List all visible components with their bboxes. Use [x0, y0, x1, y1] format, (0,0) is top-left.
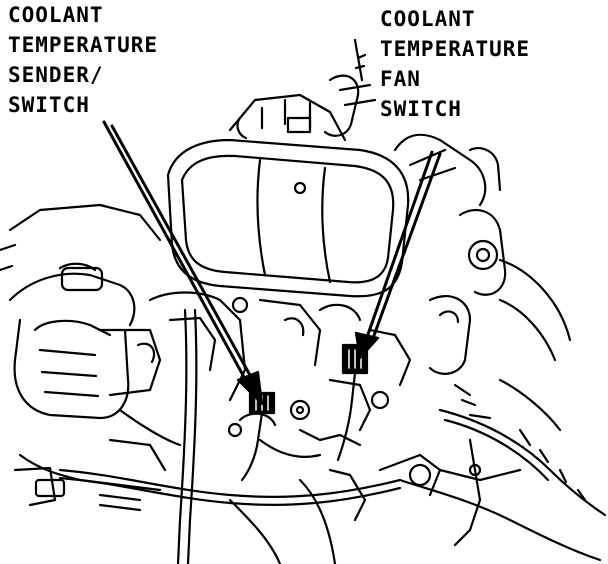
fan-switch-label: COOLANT TEMPERATURE FAN SWITCH [380, 4, 530, 124]
fan-label-line: COOLANT [380, 7, 476, 31]
intake-cover [166, 138, 410, 298]
fan-label-line: TEMPERATURE [380, 37, 531, 61]
wiring-harness [13, 308, 607, 564]
fan-label-line: SWITCH [380, 97, 462, 121]
right-bracket [428, 208, 572, 375]
sender-label-line: SWITCH [8, 93, 90, 117]
left-block [0, 203, 162, 420]
fan-label-line: FAN [380, 67, 421, 91]
sender-switch-label: COOLANT TEMPERATURE SENDER/ SWITCH [8, 0, 158, 120]
throttle-assembly [228, 38, 502, 207]
sender-label-line: TEMPERATURE [8, 33, 159, 57]
sender-leader-arrow [102, 120, 264, 406]
engine-block-center [148, 291, 412, 438]
fan-switch-sensor [336, 343, 369, 462]
sender-label-line: SENDER/ [8, 63, 104, 87]
sender-label-line: COOLANT [8, 3, 104, 27]
fan-leader-arrow [354, 150, 442, 360]
sender-switch-sensor [240, 391, 276, 482]
